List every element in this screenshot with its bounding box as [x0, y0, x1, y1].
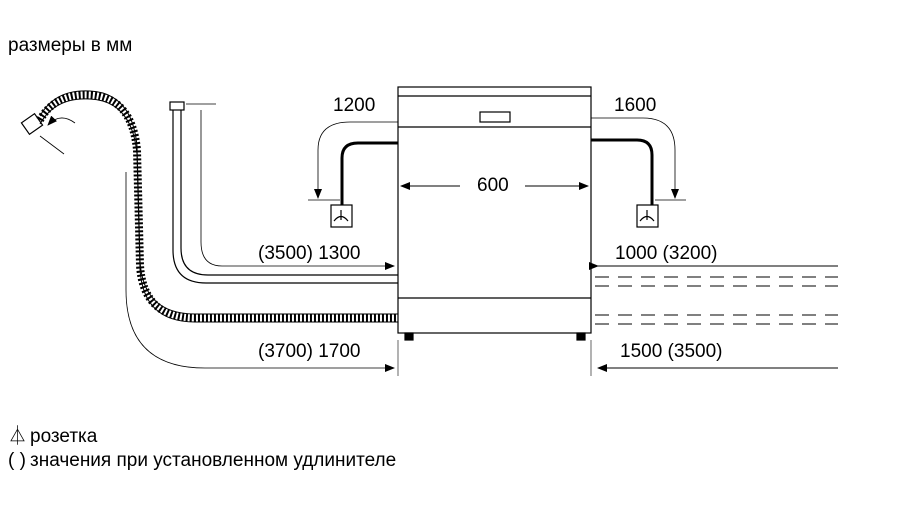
parentheses-symbol: ( )	[8, 450, 26, 471]
legend-socket-label: розетка	[30, 426, 98, 447]
diagram-title: размеры в мм	[8, 35, 133, 56]
dishwasher-outline	[397, 86, 592, 341]
inlet-left-length: (3500) 1300	[258, 243, 361, 264]
left-socket-icon	[330, 204, 353, 228]
left-power-cable	[308, 121, 398, 205]
drain-hose	[20, 90, 398, 372]
drain-right-length: 1500 (3500)	[620, 341, 723, 362]
legend-parentheses: ( )значения при установленном удлинителе	[8, 450, 396, 472]
right-power-cable	[591, 117, 686, 205]
inlet-hose	[169, 101, 398, 284]
right-drain-extension	[595, 314, 838, 372]
drain-hose-left-length: 1200	[333, 95, 376, 116]
inlet-right-length: 1000 (3200)	[615, 243, 718, 264]
legend-parentheses-label: значения при установленном удлинителе	[30, 450, 397, 471]
right-inlet-extension	[589, 262, 838, 287]
reference-lines	[397, 340, 592, 376]
legend-socket: ⏃розетка	[8, 426, 97, 448]
right-socket-icon	[636, 204, 659, 228]
inlet-hose-right-length: 1600	[614, 95, 657, 116]
socket-icon: ⏃	[8, 426, 28, 447]
width-value: 600	[477, 175, 509, 196]
drain-left-length: (3700) 1700	[258, 341, 361, 362]
